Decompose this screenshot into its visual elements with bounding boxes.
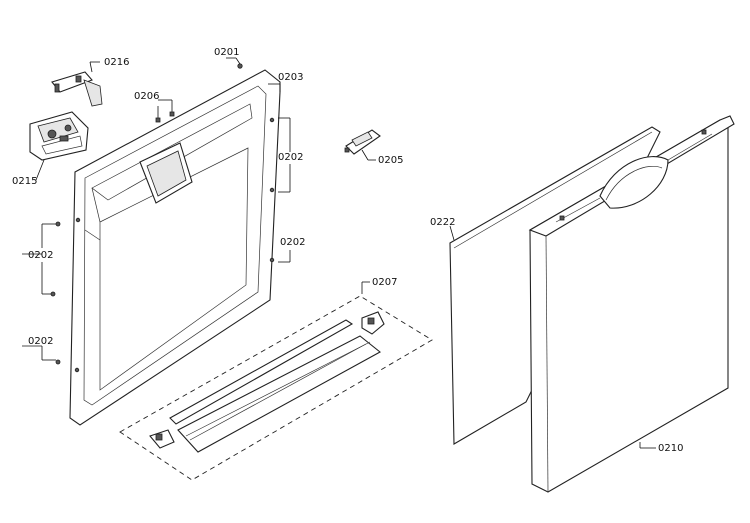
outer-door-0210	[528, 115, 735, 493]
label-0202-right-upper: 0202	[278, 152, 303, 163]
label-0205: 0205	[378, 155, 403, 166]
label-0222: 0222	[430, 217, 455, 228]
inner-door-frame	[69, 69, 281, 426]
part-labels: 0216 0201 0206 0203 0215 0205 0202 0202 …	[12, 47, 683, 454]
label-0206: 0206	[134, 91, 159, 102]
hinge-bracket-0216	[51, 61, 103, 107]
leader-lines	[22, 225, 455, 347]
label-0207: 0207	[372, 277, 397, 288]
kick-plate-assembly-0207	[119, 281, 433, 481]
screws-0202-left	[41, 221, 61, 365]
label-0203: 0203	[278, 72, 303, 83]
label-0216: 0216	[104, 57, 129, 68]
label-0210: 0210	[658, 443, 683, 454]
screws-0202-right	[268, 83, 291, 263]
label-0202-left-upper: 0202	[28, 250, 53, 261]
label-0215: 0215	[12, 176, 37, 187]
label-0201: 0201	[214, 47, 239, 58]
clips-0206	[155, 99, 175, 123]
door-latch-0215	[29, 111, 89, 181]
label-0202-right-lower: 0202	[280, 237, 305, 248]
screw-0201	[226, 57, 243, 69]
latch-0205	[344, 129, 381, 161]
label-0202-left-lower: 0202	[28, 336, 53, 347]
